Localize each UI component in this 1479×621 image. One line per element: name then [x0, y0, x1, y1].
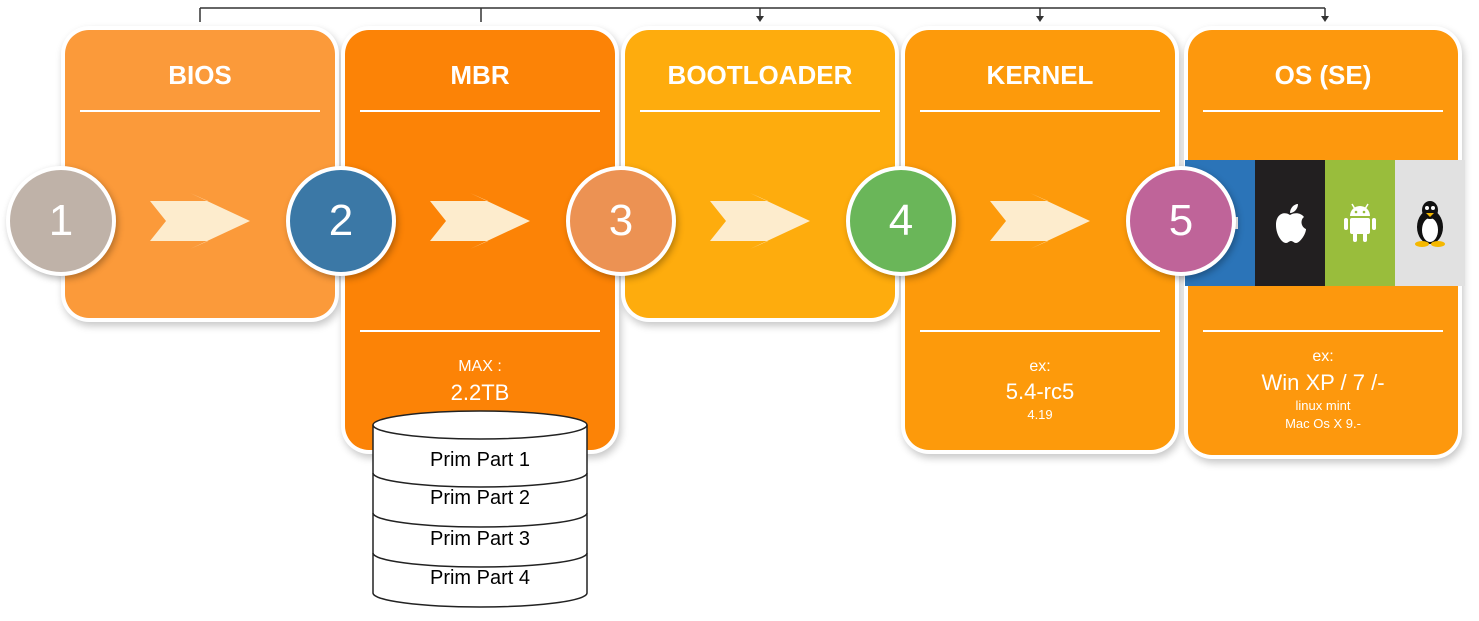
flow-connectors — [199, 7, 1329, 22]
stage-title: MBR — [450, 60, 510, 90]
step-2-badge: 2 — [286, 166, 396, 276]
max-value: 2.2TB — [450, 380, 510, 405]
partition-label: Prim Part 2 — [429, 487, 531, 509]
divider — [920, 330, 1160, 332]
apple-icon — [1255, 160, 1325, 286]
example-label: ex: — [1029, 358, 1051, 375]
stage-card-bootloader: BOOTLOADER — [625, 30, 895, 318]
step-4-badge: 4 — [846, 166, 956, 276]
android-icon — [1325, 160, 1395, 286]
partition-label: Prim Part 4 — [429, 567, 531, 589]
os-example-linux: linux mint — [1295, 398, 1351, 413]
arrow-right-icon — [430, 193, 530, 249]
kernel-version-main: 5.4-rc5 — [1005, 379, 1075, 404]
partition-label: Prim Part 1 — [429, 449, 531, 471]
arrow-right-icon — [710, 193, 810, 249]
stage-title: KERNEL — [986, 60, 1094, 90]
step-5-badge: 5 — [1126, 166, 1236, 276]
stage-title: BOOTLOADER — [667, 60, 853, 90]
os-example-mac: Mac Os X 9.- — [1285, 416, 1361, 431]
divider — [920, 110, 1160, 112]
stage-card-bios: BIOS — [65, 30, 335, 318]
step-3-badge: 3 — [566, 166, 676, 276]
partition-label: Prim Part 3 — [429, 528, 531, 550]
os-example-main: Win XP / 7 /- — [1261, 370, 1385, 395]
disk-partitions-icon — [372, 410, 588, 608]
example-label: ex: — [1312, 348, 1334, 365]
divider — [360, 330, 600, 332]
kernel-version-alt: 4.19 — [1027, 407, 1053, 422]
linux-tux-icon — [1395, 160, 1465, 286]
step-1-badge: 1 — [6, 166, 116, 276]
divider — [1203, 110, 1443, 112]
divider — [1203, 330, 1443, 332]
arrow-right-icon — [150, 193, 250, 249]
arrow-right-icon — [990, 193, 1090, 249]
divider — [360, 110, 600, 112]
divider — [640, 110, 880, 112]
divider — [80, 110, 320, 112]
stage-title: OS (SE) — [1274, 60, 1372, 90]
stage-title: BIOS — [168, 60, 232, 90]
max-label: MAX : — [458, 358, 502, 375]
